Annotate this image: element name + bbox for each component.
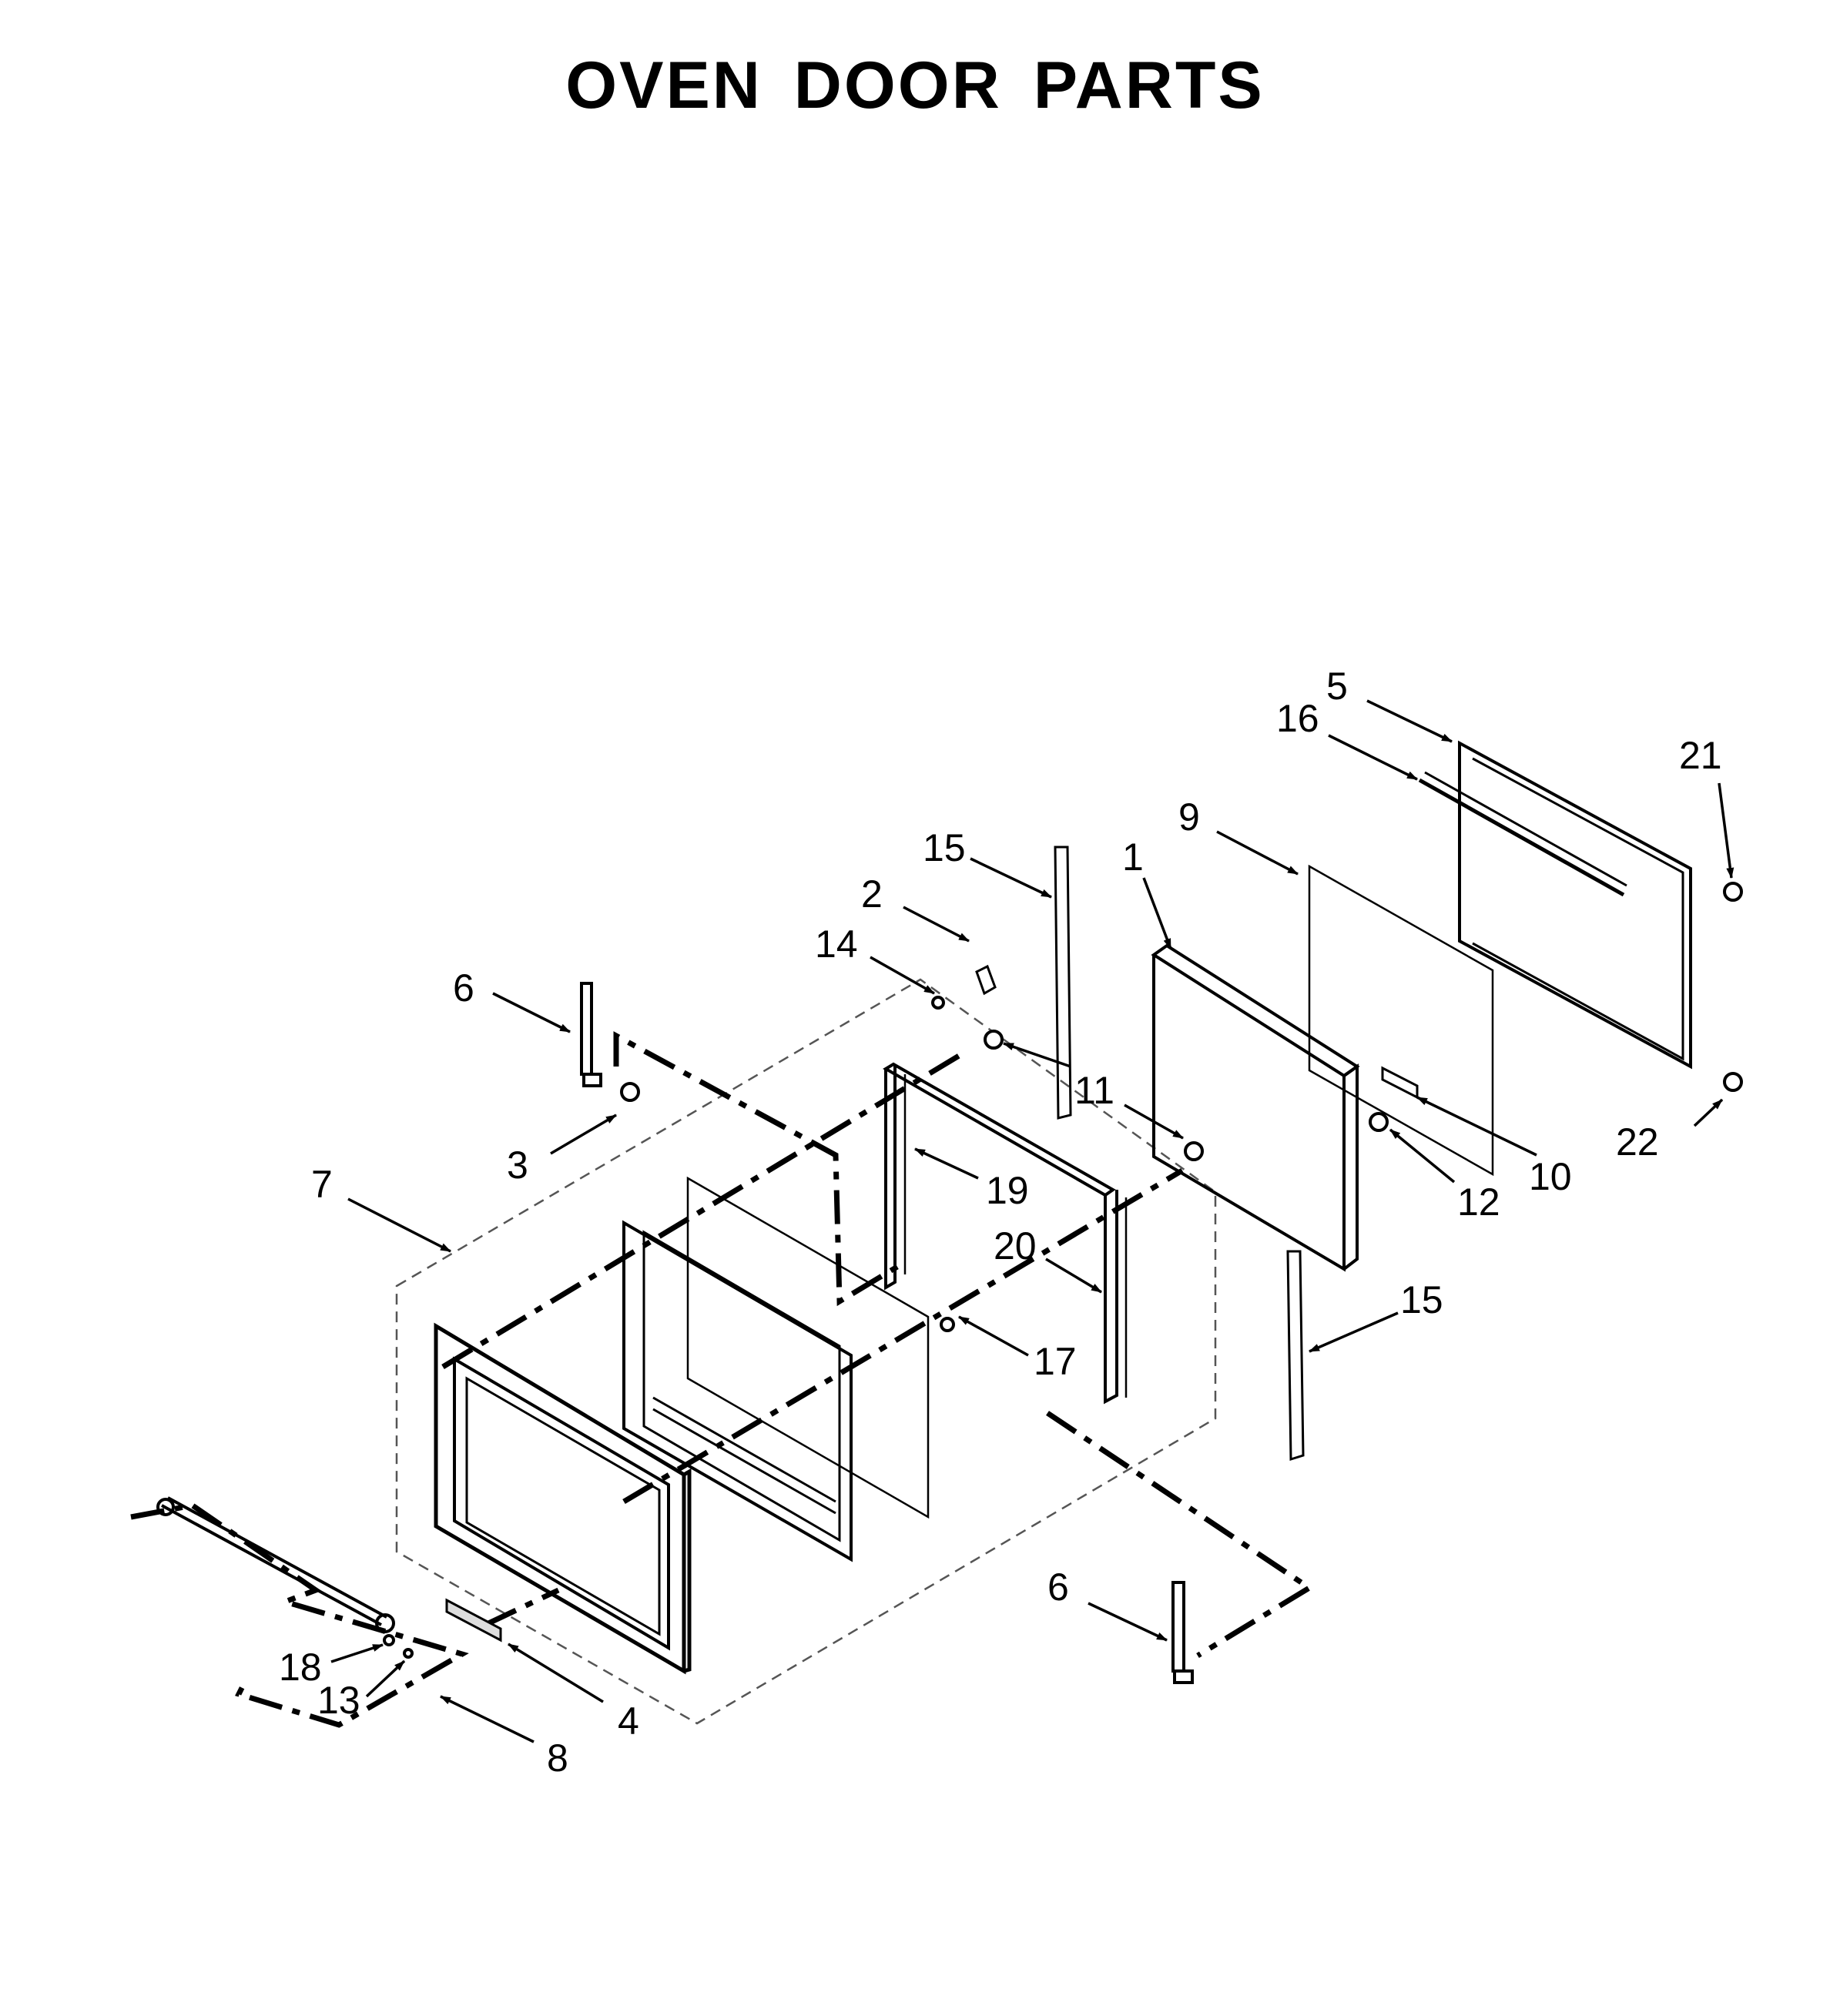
- badge-part: [445, 1598, 502, 1643]
- inner-door-liner: [1151, 943, 1360, 1272]
- outer-door-panel: [434, 1322, 692, 1675]
- callout-5: 5: [1326, 665, 1348, 708]
- upper-strip: [1054, 846, 1072, 1120]
- glass-bracket: [1381, 1066, 1419, 1100]
- screws: [383, 882, 1743, 1659]
- callout-4: 4: [618, 1700, 639, 1743]
- callout-16: 16: [1276, 697, 1319, 740]
- callout-22: 22: [1616, 1120, 1659, 1164]
- door-handle: [156, 1496, 395, 1633]
- diagram-title: OVEN DOOR PARTS: [565, 49, 1265, 122]
- callout-10: 10: [1529, 1155, 1572, 1198]
- callout-21: 21: [1679, 734, 1722, 777]
- assembly-outline: [395, 978, 1217, 1725]
- callout-7: 7: [311, 1163, 333, 1206]
- callout-2: 2: [861, 872, 883, 916]
- callout-3: 3: [507, 1144, 528, 1187]
- right-hinge: [1171, 1581, 1194, 1684]
- callout-11: 11: [1074, 1069, 1114, 1112]
- left-hinge: [580, 982, 602, 1087]
- callout-labels: 5 16 21 9 1 15 2 14 6 11 3 19 7 20 10 12…: [279, 665, 1722, 1780]
- callout-9: 9: [1178, 795, 1200, 839]
- inner-glass: [686, 1176, 930, 1519]
- callout-15-upper: 15: [923, 826, 966, 869]
- screw-18: [383, 1634, 395, 1646]
- callout-14: 14: [815, 923, 858, 966]
- screw-22: [1723, 1072, 1743, 1092]
- inner-door-frame: [622, 1220, 853, 1562]
- callout-1: 1: [1122, 836, 1144, 879]
- callout-17: 17: [1034, 1340, 1077, 1383]
- callout-19: 19: [986, 1169, 1029, 1212]
- lower-strip: [1286, 1250, 1305, 1462]
- screw-13: [403, 1648, 414, 1659]
- left-side-channel: [883, 1062, 1116, 1291]
- rear-door-frame: [1418, 740, 1692, 1070]
- callout-12: 12: [1457, 1180, 1500, 1224]
- screw-21: [1723, 882, 1743, 902]
- callout-13: 13: [317, 1679, 360, 1722]
- washer-17: [940, 1317, 955, 1332]
- callout-20: 20: [994, 1224, 1037, 1268]
- clip-14: [931, 996, 945, 1010]
- leader-arrows: [330, 699, 1734, 1743]
- right-side-channel: [1104, 1190, 1128, 1405]
- door-glass: [1308, 864, 1494, 1177]
- screw-3: [620, 1082, 640, 1102]
- callout-18: 18: [279, 1646, 322, 1689]
- clip-2: [975, 964, 997, 996]
- alignment-lines: [130, 1031, 1315, 1728]
- callout-6-lower: 6: [1047, 1566, 1069, 1609]
- callout-6-upper: 6: [453, 966, 474, 1010]
- callout-15-lower: 15: [1400, 1278, 1443, 1321]
- screw-12: [1369, 1112, 1389, 1132]
- callout-8: 8: [547, 1736, 568, 1780]
- screw-11-upper: [984, 1030, 1004, 1050]
- screw-11-lower: [1184, 1141, 1204, 1161]
